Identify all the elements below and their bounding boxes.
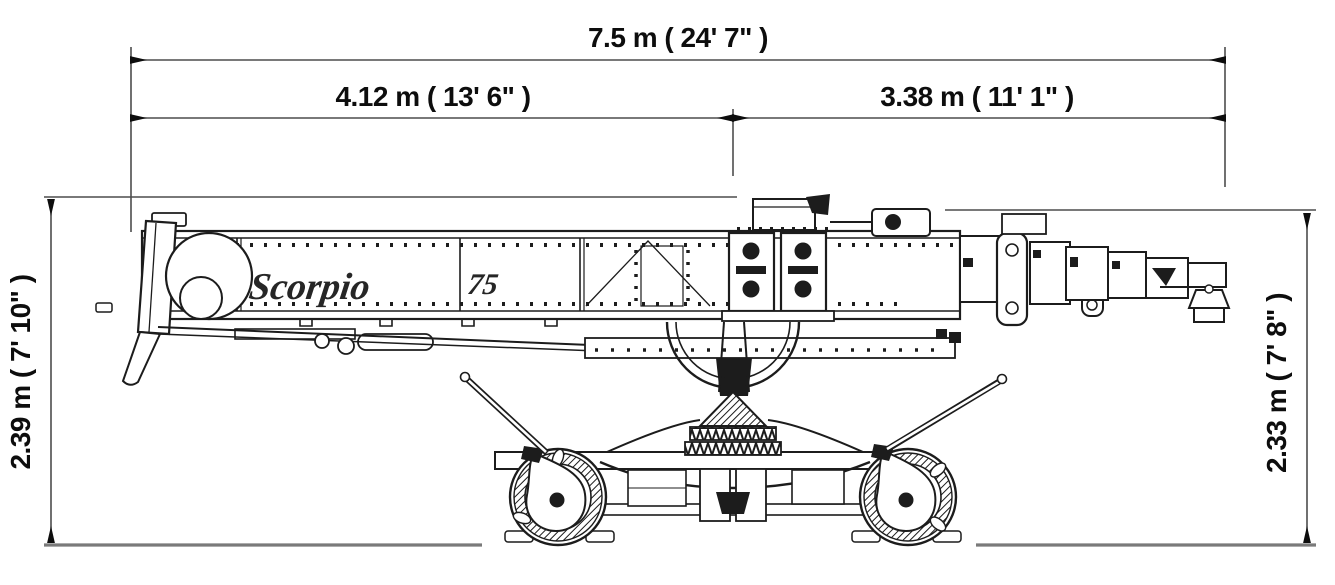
right-height-label: 2.33 m ( 7' 8" ) — [1261, 293, 1292, 473]
dolly-right-a-brace — [767, 419, 864, 453]
rear-span-dimension: 4.12 m ( 13' 6" ) — [130, 81, 734, 122]
pivot-plate-hole — [794, 280, 812, 298]
push-bars — [459, 371, 1008, 456]
pedestal — [684, 358, 782, 522]
camera-mount-base — [1193, 307, 1225, 323]
pivot-plate-hole — [794, 242, 812, 260]
pivot-plate-bar — [788, 266, 818, 274]
left-end-foot — [121, 330, 162, 386]
pedestal-serrated-band-upper — [689, 426, 777, 441]
left-push-bar-knob — [459, 371, 471, 383]
front-span-label: 3.38 m ( 11' 1" ) — [880, 81, 1074, 112]
pivot-side-box — [871, 208, 931, 237]
pivot-top-box — [752, 198, 816, 231]
telescope-bracket-pin — [1086, 299, 1098, 311]
telescope-detail-block — [963, 258, 973, 267]
pedestal-serrated-band-lower — [684, 441, 782, 456]
pedestal-base-wedge — [716, 492, 750, 514]
pivot-side-box-hub — [885, 214, 901, 230]
left-height-label: 2.39 m ( 7' 10" ) — [5, 274, 36, 469]
pivot-yoke-outer-arc — [665, 321, 801, 390]
telescope-top-box — [1001, 213, 1047, 235]
total-length-dimension: 7.5 m ( 24' 7" ) — [130, 22, 1226, 64]
right-wheel-hub — [898, 492, 914, 508]
boom-logo-number: 75 — [466, 267, 501, 301]
telescope-detail-wedge — [1152, 268, 1176, 286]
pivot-kingpost-line — [718, 321, 725, 393]
telescope-bracket-pin — [1005, 301, 1019, 315]
pivot-yoke-inner-arc — [675, 321, 791, 380]
left-end-cap-line — [148, 222, 157, 333]
left-wheel — [508, 446, 608, 547]
telescope-section-3 — [1065, 246, 1109, 301]
left-push-bar-highlight — [467, 379, 547, 453]
right-height-dimension: 2.33 m ( 7' 8" ) — [1261, 213, 1311, 543]
pivot-top-corner-block — [806, 194, 830, 215]
leveling-rod-roller — [337, 337, 355, 355]
left-wheel-hub-cover — [525, 451, 587, 533]
dimension-annotations: 7.5 m ( 24' 7" ) 4.12 m ( 13' 6" ) 3.38 … — [5, 22, 1316, 543]
leveling-rod-roller — [314, 333, 330, 349]
right-wheel-rim-slot — [929, 462, 947, 478]
front-span-dimension: 3.38 m ( 11' 1" ) — [732, 81, 1226, 122]
boom-underside-tab — [379, 319, 393, 327]
boom-truss-diagonals — [585, 240, 711, 307]
dolly-right-box — [791, 469, 845, 505]
left-height-dimension: 2.39 m ( 7' 10" ) — [5, 199, 55, 543]
pivot-plate-hole — [742, 242, 760, 260]
right-push-bar-knob — [996, 373, 1008, 385]
boom: Scorpio 75 — [140, 229, 962, 327]
boom-underside-tab — [461, 319, 475, 327]
right-push-bar-highlight — [886, 380, 1000, 451]
boom-mid-panel — [640, 245, 684, 307]
boom-underside-tab — [544, 319, 558, 327]
camera-mount-head — [1187, 262, 1227, 288]
telescoping-sections — [959, 213, 1189, 327]
dolly-left-a-brace — [606, 419, 701, 453]
right-wheel-hub-cover — [875, 449, 937, 533]
left-wheel-rim-slot — [512, 511, 532, 525]
under-rail-end-block — [936, 329, 947, 339]
right-wheel — [858, 444, 958, 547]
boom-logo-name: Scorpio — [247, 266, 373, 308]
under-rail-body — [584, 337, 956, 359]
pivot-kingpost-line — [743, 321, 750, 393]
total-length-label: 7.5 m ( 24' 7" ) — [588, 22, 768, 53]
crane-drawing: Scorpio 75 — [95, 194, 1231, 547]
boom-left-end — [95, 212, 254, 386]
left-end-side-tab — [95, 302, 113, 313]
camera-mount-knob — [1204, 284, 1214, 294]
boom-under-rail — [584, 329, 961, 359]
rear-span-label: 4.12 m ( 13' 6" ) — [335, 81, 530, 112]
under-rail-end-block — [949, 332, 961, 343]
telescope-detail-block — [1070, 257, 1078, 267]
telescope-detail-block — [1112, 261, 1120, 269]
telescope-section-4 — [1107, 251, 1147, 299]
pivot-plate-bar — [736, 266, 766, 274]
pivot-mount — [665, 194, 931, 393]
pedestal-cone — [697, 390, 769, 427]
left-wheel-hub — [549, 492, 565, 508]
camera-mount — [1160, 262, 1231, 323]
boom-underside-tab — [299, 319, 313, 327]
left-wheel-steer-clamp — [521, 446, 544, 463]
cable-drum-small — [179, 276, 223, 320]
pivot-base-plate — [721, 310, 835, 322]
pivot-plate-hole — [742, 280, 760, 298]
telescope-bracket-pin — [1005, 243, 1019, 257]
telescope-detail-block — [1033, 250, 1041, 258]
